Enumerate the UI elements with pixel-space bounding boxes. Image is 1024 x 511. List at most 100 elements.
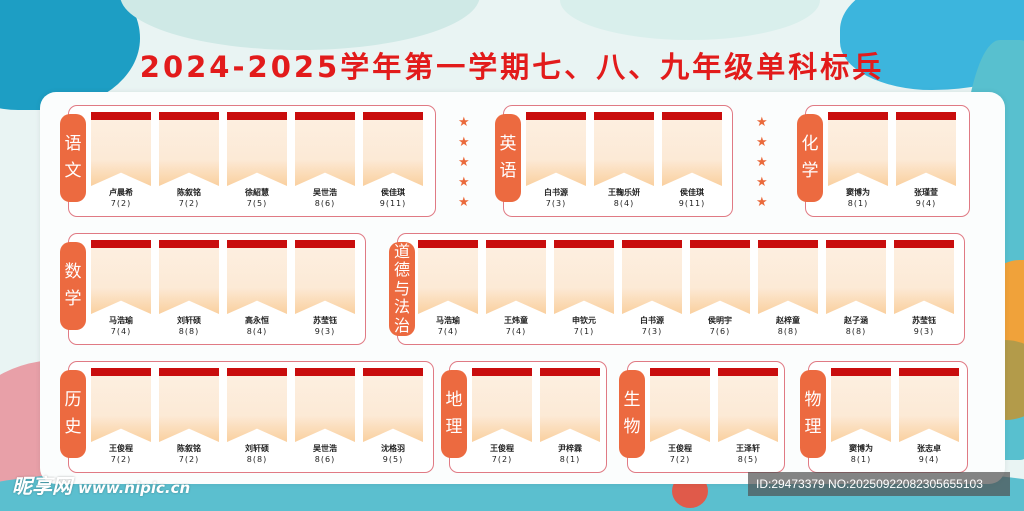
star-icon: ★ [458, 195, 470, 210]
student-name: 王俊程 [490, 444, 514, 453]
photo-ribbon [894, 240, 954, 314]
photo-ribbon [899, 368, 959, 442]
stars-right: ★ ★ ★ ★ ★ [756, 116, 768, 210]
subject-tag: 道德与法治 [389, 242, 415, 336]
student-name: 高永恒 [245, 316, 269, 325]
student-name: 赵梓童 [776, 316, 800, 325]
student-name: 刘轩硕 [177, 316, 201, 325]
stars-left: ★ ★ ★ ★ ★ [458, 116, 470, 210]
subject-char: 德 [393, 260, 410, 280]
student-card: 张志卓 9(4) [899, 368, 959, 464]
star-icon: ★ [756, 195, 768, 210]
subject-tag: 历史 [60, 370, 86, 458]
student-name: 陈叙铭 [177, 188, 201, 197]
page-title: 2024-2025学年第一学期七、八、九年级单科标兵 [139, 50, 885, 84]
photo-ribbon [896, 112, 956, 186]
subject-char: 地 [445, 389, 463, 410]
photo-ribbon [295, 240, 355, 314]
student-name: 侯佳琪 [680, 188, 704, 197]
photo-ribbon [650, 368, 710, 442]
subject-char: 史 [64, 417, 82, 437]
subject-char: 理 [804, 417, 822, 437]
photo-ribbon [295, 368, 355, 442]
student-card: 吴世浩 8(6) [295, 112, 355, 208]
student-name: 张志卓 [917, 444, 941, 453]
subject-char: 道 [393, 242, 410, 262]
student-name: 吴世浩 [313, 188, 337, 197]
student-class: 7(2) [110, 199, 132, 208]
subject-char: 理 [445, 417, 463, 437]
subject-tag: 英语 [495, 114, 521, 202]
student-card: 刘轩硕 8(8) [227, 368, 287, 464]
subject-char: 物 [804, 389, 822, 410]
student-class: 8(1) [847, 199, 869, 208]
subject-tag: 物理 [800, 370, 826, 458]
student-class: 7(2) [491, 455, 513, 464]
student-name: 徐紹慧 [245, 188, 269, 197]
subject-char: 语 [499, 161, 517, 181]
subject-char: 学 [801, 161, 819, 181]
photo-ribbon [540, 368, 600, 442]
photo-ribbon [91, 240, 151, 314]
photo-ribbon [554, 240, 614, 314]
photo-ribbon [159, 240, 219, 314]
star-icon: ★ [756, 115, 768, 130]
image-id-watermark: ID:29473379 NO:20250922082305655103 [748, 472, 1010, 496]
subject-char: 学 [64, 289, 82, 309]
student-name: 尹梓霖 [558, 444, 582, 453]
student-class: 8(6) [314, 199, 336, 208]
student-class: 9(4) [918, 455, 940, 464]
student-name: 苏莹钰 [912, 316, 936, 325]
student-class: 8(6) [314, 455, 336, 464]
student-class: 7(4) [437, 327, 459, 336]
student-name: 王鞠乐妍 [608, 188, 640, 197]
student-name: 刘轩硕 [245, 444, 269, 453]
student-name: 陈叙铭 [177, 444, 201, 453]
subject-tag: 语文 [60, 114, 86, 202]
subject-char: 治 [393, 315, 410, 335]
subject-char: 与 [393, 278, 410, 298]
subject-char: 文 [64, 161, 82, 181]
student-class: 8(8) [246, 455, 268, 464]
student-name: 王俊程 [668, 444, 692, 453]
subject-char: 语 [64, 133, 82, 154]
student-class: 7(2) [110, 455, 132, 464]
student-class: 9(11) [678, 199, 706, 208]
student-name: 侯明宇 [708, 316, 732, 325]
photo-ribbon [594, 112, 654, 186]
subject-char: 历 [64, 389, 82, 410]
student-name: 王泽轩 [736, 444, 760, 453]
student-name: 张瑾萱 [914, 188, 938, 197]
student-name: 白书源 [544, 188, 568, 197]
subject-char: 法 [393, 297, 410, 317]
student-class: 8(8) [178, 327, 200, 336]
photo-ribbon [227, 368, 287, 442]
star-icon: ★ [756, 135, 768, 150]
student-class: 9(11) [379, 199, 407, 208]
subject-tag: 数学 [60, 242, 86, 330]
